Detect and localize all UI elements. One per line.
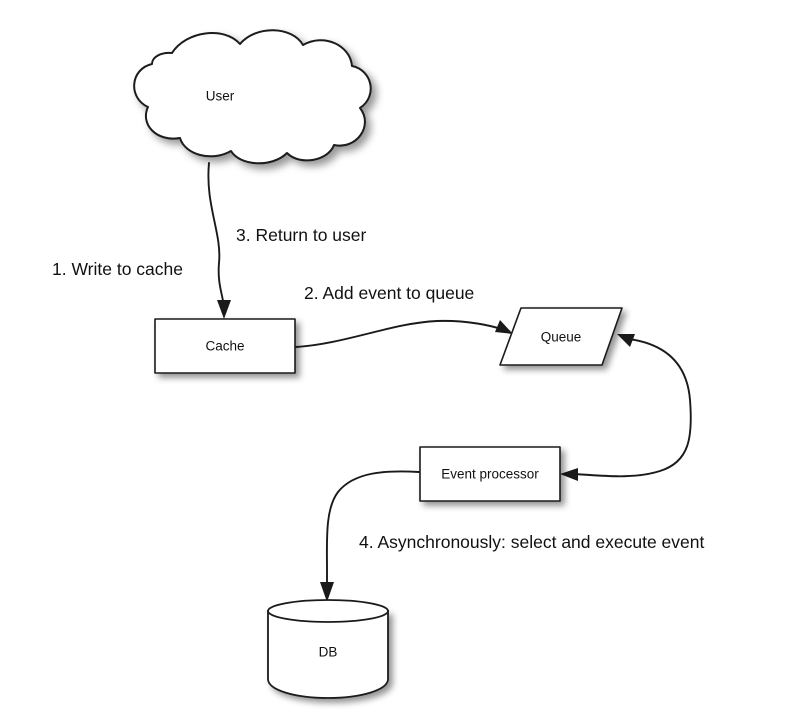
node-user[interactable]: User [133, 29, 372, 165]
edge-loop-arrowhead-queue [617, 334, 635, 347]
node-user-label: User [206, 89, 235, 104]
node-event-processor[interactable]: Event processor [419, 446, 561, 502]
edge-label-step-3: 3. Return to user [236, 225, 367, 245]
node-cache-label: Cache [205, 339, 244, 354]
edge-user-to-cache-line [207, 162, 225, 310]
db-cylinder-body [267, 610, 389, 699]
cache-box-shape [154, 318, 296, 374]
edge-cache-to-queue [295, 319, 513, 348]
node-db[interactable]: DB [267, 599, 389, 699]
event-processor-box-shape [419, 446, 561, 502]
edge-loop-arrowhead-processor [560, 468, 578, 481]
edge-processor-to-db [320, 470, 420, 602]
user-cloud-shape [133, 29, 372, 165]
edge-label-step-1: 1. Write to cache [52, 259, 183, 279]
edge-queue-processor-loop [560, 334, 692, 481]
edge-cache-to-queue-arrowhead [495, 320, 513, 334]
edge-queue-processor-loop-line [573, 338, 692, 478]
node-cache[interactable]: Cache [154, 318, 296, 374]
node-queue-label: Queue [541, 330, 582, 345]
edge-user-to-cache-arrowhead [217, 300, 231, 319]
queue-parallelogram-shape [499, 307, 623, 366]
node-queue[interactable]: Queue [499, 307, 623, 366]
edge-cache-to-queue-line [295, 319, 502, 348]
edge-label-step-2: 2. Add event to queue [304, 283, 475, 303]
db-cylinder-top-ellipse [267, 599, 389, 623]
node-event-processor-label: Event processor [441, 467, 539, 482]
edge-label-step-4: 4. Asynchronously: select and execute ev… [359, 532, 705, 552]
edge-processor-to-db-line [325, 470, 420, 591]
edge-user-to-cache [207, 162, 231, 319]
edge-processor-to-db-arrowhead [320, 582, 334, 602]
node-db-label: DB [319, 645, 338, 660]
